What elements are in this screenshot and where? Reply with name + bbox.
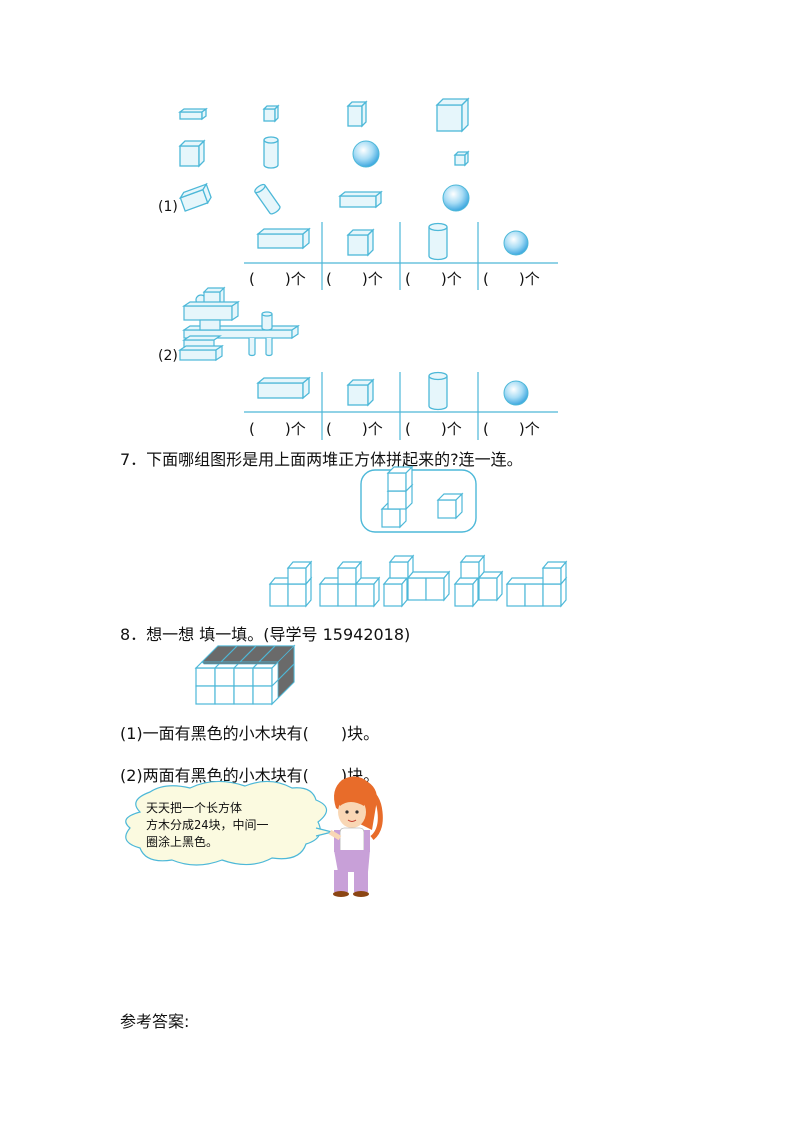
problem8-text: 8．想一想 填一填。(导学号 15942018) [120, 625, 411, 644]
cube-icon [346, 228, 375, 257]
cuboid-icon [178, 107, 208, 121]
cube-icon [346, 100, 368, 128]
problem7-text: 7．下面哪组图形是用上面两堆正方体拼起来的?连一连。 [120, 450, 523, 469]
count-blank-cuboid[interactable]: ( )个 [249, 270, 306, 288]
problem8-question1: (1)一面有黑色的小木块有( )块。 [120, 724, 380, 743]
count-blank-cube[interactable]: ( )个 [326, 270, 383, 288]
cube-icon [178, 139, 206, 168]
count-blank-cuboid-2[interactable]: ( )个 [249, 420, 306, 438]
cylinder-icon [263, 136, 279, 169]
cuboid-icon [256, 227, 311, 250]
girl-illustration [328, 776, 383, 897]
part2-label: (2) [158, 348, 178, 364]
cube-group-option[interactable] [505, 560, 568, 608]
part1-label: (1) [158, 199, 178, 215]
cube-icon [453, 150, 470, 167]
answers-title: 参考答案: [120, 1012, 190, 1031]
count-blank-cube-2[interactable]: ( )个 [326, 420, 383, 438]
cylinder-icon [428, 222, 448, 261]
cuboid-icon [178, 182, 212, 212]
painted-cuboid-figure [194, 644, 296, 706]
count-blank-sphere[interactable]: ( )个 [483, 270, 540, 288]
cube-icon [435, 97, 470, 133]
cuboid-icon [338, 190, 383, 209]
answer-cube-groups [268, 554, 568, 608]
cube-piles-box [268, 465, 568, 608]
count-blank-cylinder-2[interactable]: ( )个 [405, 420, 462, 438]
cube-group-option[interactable] [453, 554, 504, 608]
cylinder-icon [428, 371, 448, 411]
cube-group-option[interactable] [268, 560, 313, 608]
problem8-question2: (2)两面有黑色的小木块有( )块。 [120, 766, 380, 785]
cube-group-option[interactable] [318, 560, 381, 608]
speech-bubble-text: 天天把一个长方体 方木分成24块，中间一 圈涂上黑色。 [146, 801, 269, 849]
cube-icon [346, 378, 375, 407]
count-table-2 [244, 371, 558, 440]
cuboid-icon [256, 376, 311, 400]
sphere-icon [442, 184, 470, 212]
speech-bubble [125, 776, 383, 897]
sphere-icon [352, 140, 380, 168]
scattered-shapes-figure [178, 97, 470, 215]
cylinder-icon [254, 183, 281, 215]
composite-structure-figure [178, 286, 300, 362]
cube-icon [262, 104, 280, 123]
sphere-icon [503, 230, 529, 256]
count-blank-sphere-2[interactable]: ( )个 [483, 420, 540, 438]
count-blank-cylinder[interactable]: ( )个 [405, 270, 462, 288]
sphere-icon [503, 380, 529, 406]
count-table-1 [244, 222, 558, 290]
cube-group-option[interactable] [382, 554, 451, 608]
